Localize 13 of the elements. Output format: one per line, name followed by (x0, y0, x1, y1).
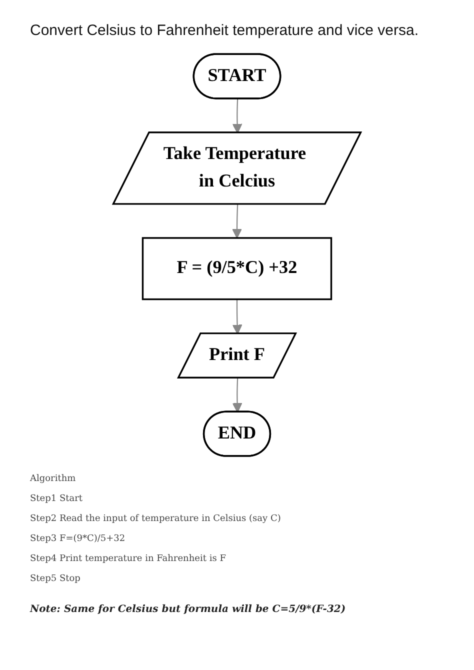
arrow (232, 299, 242, 334)
algorithm-line: Step5 Stop (30, 574, 82, 584)
arrow (232, 204, 242, 238)
algorithm-line: Step2 Read the input of temperature in Celsius (say C) (30, 514, 282, 524)
algorithm-line: Step4 Print temperature in Fahrenheit is F (30, 554, 227, 564)
arrow (232, 98, 242, 134)
algorithm-line: Algorithm (30, 474, 77, 484)
arrow (232, 378, 242, 413)
node-box: F = (9/5*C) +32 (142, 237, 332, 300)
title: Convert Celsius to Fahrenheit temperature and vice versa. (30, 22, 420, 39)
algorithm-line: Step1 Start (30, 494, 84, 504)
algorithm-line: Step3 F=(9*C)/5+32 (30, 534, 126, 544)
note-text: Note: Same for Celsius but formula will be C=5/9*(F-32) (30, 604, 347, 615)
